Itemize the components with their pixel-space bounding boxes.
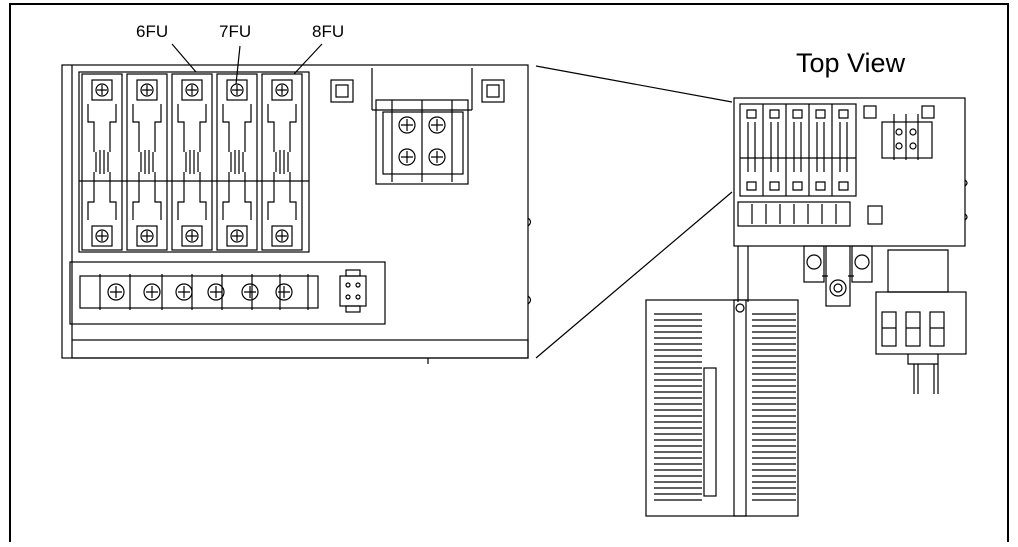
fuse-holder-2 xyxy=(126,73,168,251)
detail-base-rail xyxy=(71,339,529,359)
heat-sink xyxy=(645,299,799,517)
terminal-block-2pole xyxy=(371,68,473,185)
fuse-block xyxy=(78,71,310,253)
fuse-label-6fu: 6FU xyxy=(136,22,169,41)
leader-8fu xyxy=(293,43,323,75)
contactor xyxy=(875,249,967,394)
fuse-holder-5 xyxy=(261,73,303,251)
fuse-holder-3 xyxy=(171,73,213,251)
leader-6fu xyxy=(171,43,197,73)
top-view xyxy=(645,97,968,517)
capacitor-group xyxy=(803,245,873,307)
detail-view xyxy=(61,43,532,364)
figure-border xyxy=(9,3,1009,547)
fuse-holder-1 xyxy=(81,73,123,251)
fuse-label-8fu: 8FU xyxy=(312,22,345,41)
leader-7fu xyxy=(235,45,241,85)
fuse-holder-4 xyxy=(216,73,258,251)
top-view-title: Top View xyxy=(796,48,906,78)
projection-line-top xyxy=(535,65,733,103)
fuse-label-7fu: 7FU xyxy=(219,22,252,41)
detail-enclosure xyxy=(61,64,529,359)
terminal-strip-6pole xyxy=(69,261,386,325)
projection-line-bottom xyxy=(535,191,733,359)
